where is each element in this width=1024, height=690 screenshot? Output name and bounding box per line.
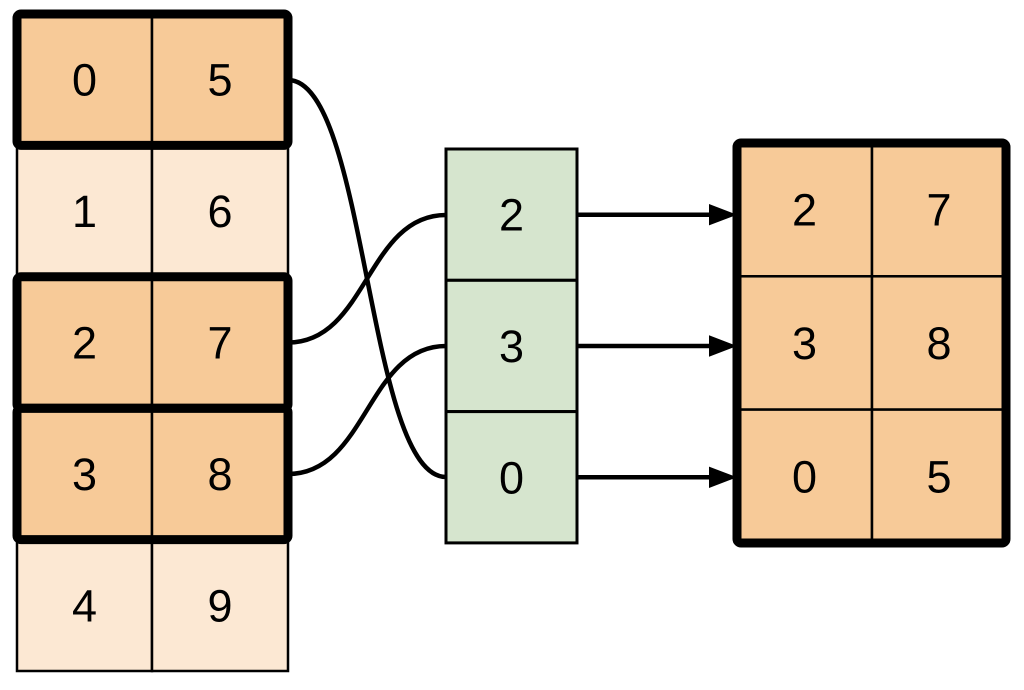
connector-row3-to-index1 [287,343,447,477]
source-cell-value: 9 [207,580,232,631]
index-cell [444,147,579,282]
index-to-result-arrows [577,204,737,488]
source-cell [150,275,290,410]
source-to-index-connectors [287,77,447,480]
connector-row2-to-index0 [287,212,447,345]
source-cell-value: 8 [207,449,232,500]
result-cell [870,141,1008,278]
source-cell-value: 0 [72,55,97,106]
result-cell [870,275,1008,411]
index-cell-value: 2 [499,190,524,241]
source-cell-value: 1 [72,186,97,237]
index-cell-value: 0 [499,452,524,503]
result-table: 2 7 3 8 0 5 [732,138,1011,548]
source-cell [150,406,290,541]
result-cell-value: 5 [926,451,951,502]
result-table-outline [732,138,1011,548]
source-cell [150,12,290,147]
index-cell-value: 3 [499,321,524,372]
result-cell-value: 7 [926,185,951,236]
source-cell-value: 2 [72,318,97,369]
result-cell-value: 2 [792,185,817,236]
result-cell [735,275,874,411]
source-cell [15,12,154,147]
source-cell [15,538,154,673]
result-cell [735,408,874,545]
index-column: 2 3 0 [444,147,579,545]
arrow-head [709,204,737,226]
source-cell-value: 7 [207,318,232,369]
result-cell-value: 8 [926,318,951,369]
source-cell-value: 6 [207,186,232,237]
result-cell [870,408,1008,545]
source-cell [150,538,290,673]
result-cell-value: 3 [792,318,817,369]
index-cell [444,410,579,545]
source-cell [150,144,290,279]
result-cell-value: 0 [792,451,817,502]
arrow-head [709,335,737,357]
arrow-head [709,466,737,488]
source-cell-value: 5 [207,55,232,106]
source-cell-value: 3 [72,449,97,500]
source-table: 0 5 1 6 2 7 3 8 4 9 [12,9,293,673]
source-cell-value: 4 [72,580,97,631]
